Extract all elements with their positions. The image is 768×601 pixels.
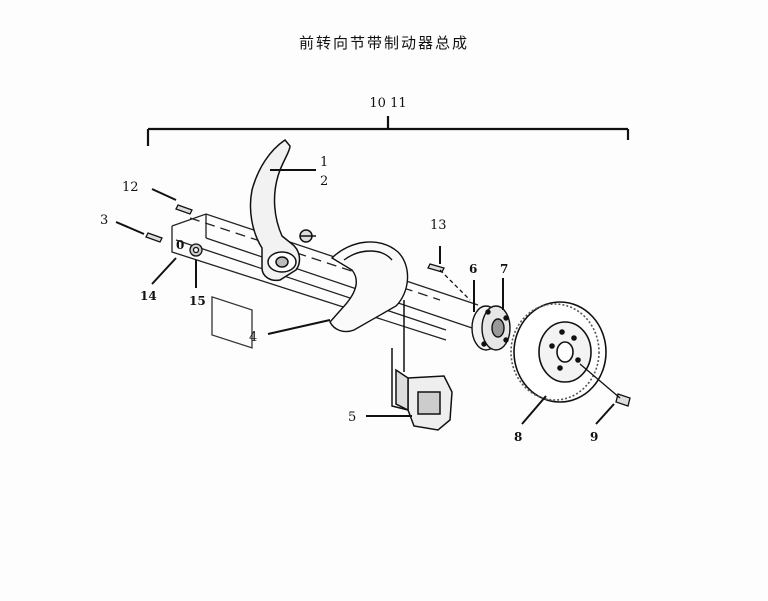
callout-1: 1: [320, 155, 328, 170]
brake-disc: [510, 301, 607, 403]
callout-14: 14: [140, 289, 157, 303]
axle-beam: [171, 213, 479, 349]
diagram-title: 前转向节带制动器总成: [298, 34, 469, 52]
callout-12: 12: [122, 180, 139, 195]
callout-7: 7: [500, 262, 508, 276]
fasteners: [145, 204, 631, 407]
leader-lines: [115, 169, 615, 425]
wheel-hub: [471, 305, 511, 351]
label-10-11: 10 11: [369, 96, 406, 111]
brake-caliper: [391, 300, 453, 431]
callout-3: 3: [100, 213, 108, 228]
assembly-bracket: [146, 116, 630, 146]
callout-9: 9: [590, 430, 598, 444]
steering-knuckle: [249, 139, 316, 282]
callout-5: 5: [348, 410, 356, 425]
dust-shield: [329, 241, 409, 333]
callout-6: 6: [469, 262, 477, 276]
callout-13: 13: [430, 218, 447, 233]
callout-4: 4: [249, 330, 257, 345]
callout-15: 15: [189, 294, 206, 308]
callout-2: 2: [320, 174, 328, 189]
callout-0: 0: [176, 238, 184, 252]
callout-8: 8: [514, 430, 522, 444]
